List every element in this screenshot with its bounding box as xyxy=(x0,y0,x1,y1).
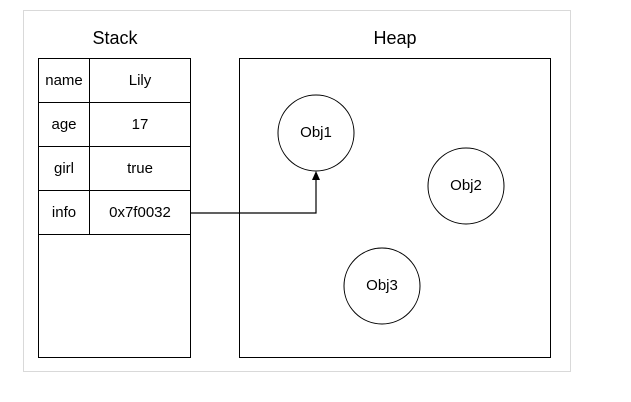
stack-key: girl xyxy=(39,147,90,190)
stack-key: info xyxy=(39,191,90,234)
obj2-circle xyxy=(427,147,505,225)
obj2-label: Obj2 xyxy=(450,177,482,194)
stack-key: name xyxy=(39,59,90,102)
obj3-label: Obj3 xyxy=(366,277,398,294)
heap-box xyxy=(239,58,551,358)
stack-row-age: age 17 xyxy=(39,103,190,147)
stack-key: age xyxy=(39,103,90,146)
stack-value: true xyxy=(127,160,153,177)
arrowhead-icon xyxy=(312,171,320,180)
stack-box: name Lily age 17 girl true info 0x7f0032 xyxy=(38,58,191,358)
reference-arrow xyxy=(191,174,317,214)
stack-value: 0x7f0032 xyxy=(109,204,171,221)
stack-value: 17 xyxy=(131,116,149,133)
stack-value: Lily xyxy=(128,72,152,89)
stack-row-info: info 0x7f0032 xyxy=(39,191,190,235)
stack-title: Stack xyxy=(92,28,138,48)
obj1-label: Obj1 xyxy=(300,124,332,141)
heap-title: Heap xyxy=(373,28,417,48)
stack-row-girl: girl true xyxy=(39,147,190,191)
obj3-circle xyxy=(343,247,421,325)
stack-row-name: name Lily xyxy=(39,59,190,103)
